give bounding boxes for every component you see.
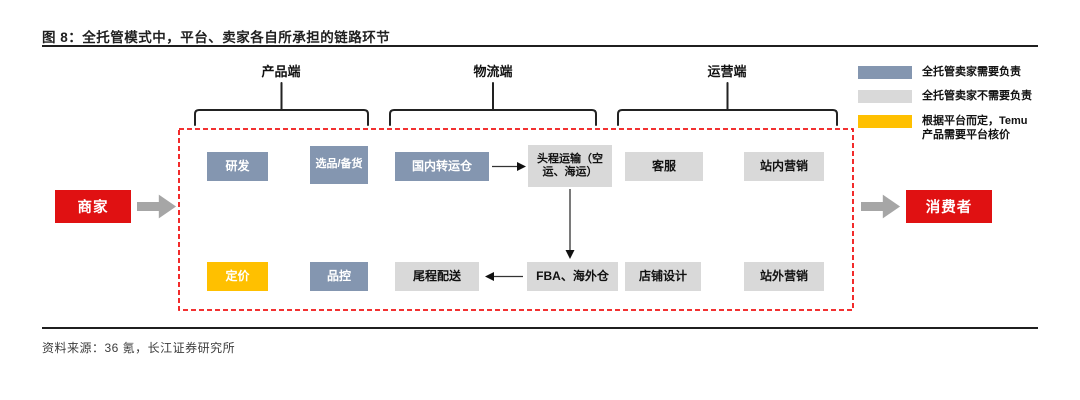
box-rnd: 研发: [207, 152, 268, 181]
box-domestic-transfer-warehouse: 国内转运仓: [395, 152, 489, 181]
section-label-product: 产品端: [261, 64, 301, 79]
box-onsite-marketing: 站内营销: [744, 152, 824, 181]
box-customer-service: 客服: [625, 152, 703, 181]
box-quality-control: 品控: [310, 262, 368, 291]
legend-label-seller: 全托管卖家需要负责: [922, 66, 1021, 78]
legend-swatch-platform: [858, 90, 912, 103]
legend-label-platform: 全托管卖家不需要负责: [922, 90, 1032, 102]
merchant-node: 商家: [55, 190, 131, 223]
box-offsite-marketing: 站外营销: [744, 262, 824, 291]
legend-label-conditional: 根据平台而定，Temu 产品需要平台核价: [922, 115, 1028, 141]
box-selection-stocking: 选品/备货: [310, 146, 368, 184]
figure-title: 图 8：全托管模式中，平台、卖家各自所承担的链路环节: [42, 30, 391, 45]
box-pricing: 定价: [207, 262, 268, 291]
footer-rule: [42, 327, 1038, 329]
box-store-design: 店铺设计: [625, 262, 701, 291]
section-label-logistics: 物流端: [473, 64, 513, 79]
brace-logistics: [389, 82, 597, 126]
arrow-merchant-to-chain-icon: [137, 194, 177, 219]
section-label-operations: 运营端: [707, 64, 747, 79]
box-fba-overseas-warehouse: FBA、海外仓: [527, 262, 618, 291]
box-first-leg-transport: 头程运输（空运、海运）: [528, 145, 612, 187]
legend-swatch-seller: [858, 66, 912, 79]
legend-swatch-conditional: [858, 115, 912, 128]
consumer-node: 消费者: [906, 190, 992, 223]
box-last-mile-delivery: 尾程配送: [395, 262, 479, 291]
title-underline: [42, 45, 1038, 47]
brace-operations: [617, 82, 838, 126]
dashed-frame: [178, 128, 854, 311]
arrow-chain-to-consumer-icon: [861, 194, 901, 219]
source-note: 资料来源：36 氪，长江证券研究所: [42, 341, 236, 355]
brace-product: [194, 82, 369, 126]
